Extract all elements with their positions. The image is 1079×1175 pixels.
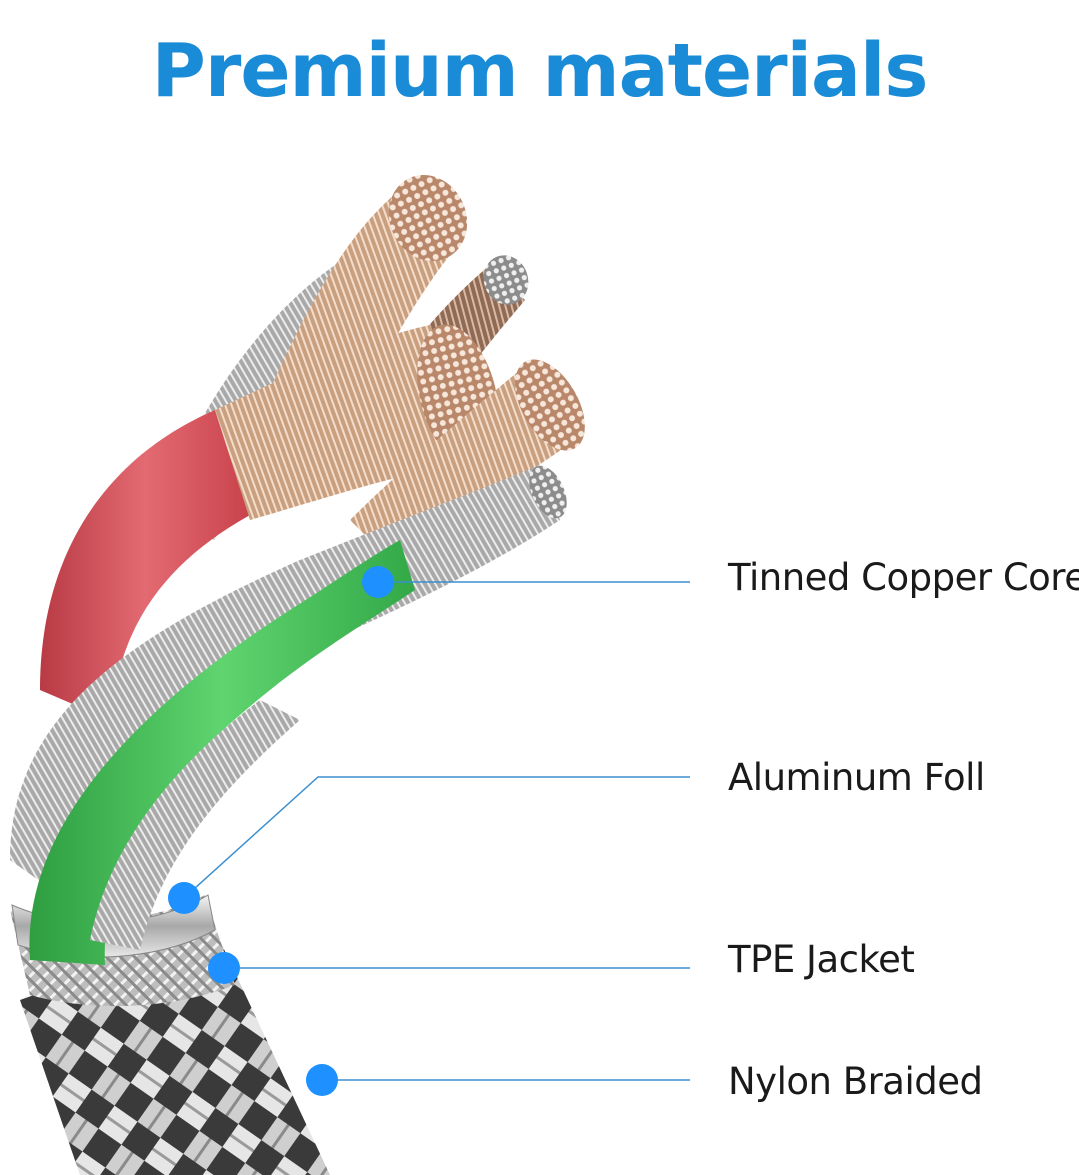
callout-label-core: Tinned Copper Core [728, 556, 1079, 599]
aluminum-foil-wire [90, 700, 300, 950]
callout-label-braid: Nylon Braided [728, 1060, 983, 1103]
callout-dot-jacket [208, 952, 240, 984]
red-wire [40, 410, 250, 720]
callout-dot-foil [168, 882, 200, 914]
callout-dot-core [362, 566, 394, 598]
page-title: Premium materials [151, 28, 929, 114]
callout-dot-braid [306, 1064, 338, 1096]
silver-wire-front [10, 465, 560, 920]
callout-line-foil [183, 776, 690, 899]
green-wire [29, 540, 415, 965]
callout-label-jacket: TPE Jacket [728, 938, 915, 981]
callout-label-foil: Aluminum Foll [728, 756, 985, 799]
callout-lines [183, 581, 690, 1081]
